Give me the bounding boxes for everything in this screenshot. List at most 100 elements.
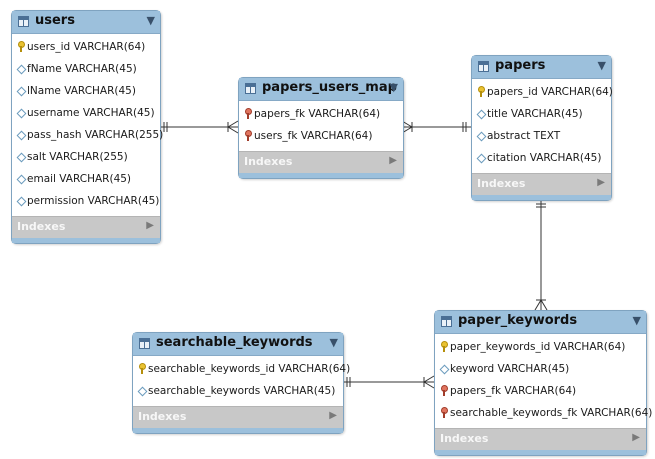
table-papers-users-map[interactable]: papers_users_map▼ papers_fk VARCHAR(64) us… xyxy=(238,77,404,179)
expand-arrow-icon[interactable]: ▶ xyxy=(389,155,397,166)
table-bottom-bar xyxy=(239,173,403,178)
column-icon xyxy=(16,190,26,212)
many-marker xyxy=(423,375,435,383)
column-icon xyxy=(16,80,26,102)
foreign-key-icon xyxy=(439,380,449,402)
expand-arrow-icon[interactable]: ▶ xyxy=(597,177,605,188)
table-icon xyxy=(139,338,150,349)
column-list: paper_keywords_id VARCHAR(64) keyword VAR… xyxy=(435,334,652,428)
indexes-section[interactable]: Indexes▶ xyxy=(472,173,611,195)
table-collapse-icon[interactable]: ▼ xyxy=(329,336,338,349)
column-label: searchable_keywords_id VARCHAR(64) xyxy=(148,363,351,375)
table-header[interactable]: users ▼ xyxy=(12,11,160,34)
column-label: email VARCHAR(45) xyxy=(27,173,132,185)
column-row[interactable]: papers_fk VARCHAR(64) xyxy=(435,380,646,402)
column-label: title VARCHAR(45) xyxy=(487,108,583,120)
many-marker xyxy=(227,120,239,128)
column-label: searchable_keywords VARCHAR(45) xyxy=(148,385,336,397)
column-row[interactable]: permission VARCHAR(45) xyxy=(12,190,160,212)
indexes-label: Indexes xyxy=(138,410,187,423)
column-label: lName VARCHAR(45) xyxy=(27,85,136,97)
column-label: pass_hash VARCHAR(255) xyxy=(27,129,164,141)
column-label: papers_fk VARCHAR(64) xyxy=(254,108,381,120)
column-row[interactable]: searchable_keywords_fk VARCHAR(64) xyxy=(435,402,652,424)
indexes-section[interactable]: Indexes ▶ xyxy=(435,428,646,450)
column-row[interactable]: username VARCHAR(45) xyxy=(12,102,160,124)
column-icon xyxy=(439,358,449,380)
column-row[interactable]: email VARCHAR(45) xyxy=(12,168,160,190)
column-icon xyxy=(16,58,26,80)
table-header[interactable]: searchable_keywords ▼ xyxy=(133,333,343,356)
column-label: papers_fk VARCHAR(64) xyxy=(450,385,577,397)
table-users[interactable]: users ▼ users_id VARCHAR(64)fName VARCHAR(… xyxy=(11,10,164,244)
table-header[interactable]: paper_keywords ▼ xyxy=(435,311,646,334)
column-row[interactable]: searchable_keywords_id VARCHAR(64) xyxy=(133,358,350,380)
primary-key-icon xyxy=(137,358,147,380)
table-header[interactable]: papers ▼ xyxy=(472,56,611,79)
column-icon xyxy=(16,102,26,124)
many-marker xyxy=(540,299,548,311)
column-row[interactable]: users_fk VARCHAR(64) xyxy=(239,125,403,147)
column-row[interactable]: users_id VARCHAR(64) xyxy=(12,36,160,58)
table-collapse-icon[interactable]: ▼ xyxy=(146,14,155,27)
column-label: users_fk VARCHAR(64) xyxy=(254,130,373,142)
column-icon xyxy=(476,125,486,147)
table-title: paper_keywords xyxy=(458,313,578,328)
table-collapse-icon[interactable]: ▼ xyxy=(632,314,641,327)
table-paper-keywords[interactable]: paper_keywords ▼ paper_keywords_id VARCHAR… xyxy=(434,310,652,456)
column-row[interactable]: pass_hash VARCHAR(255) xyxy=(12,124,164,146)
table-icon xyxy=(441,316,452,327)
column-icon xyxy=(476,147,486,169)
expand-arrow-icon[interactable]: ▶ xyxy=(329,410,337,421)
column-row[interactable]: fName VARCHAR(45) xyxy=(12,58,160,80)
foreign-key-icon xyxy=(243,125,253,147)
column-icon xyxy=(137,380,147,402)
table-header[interactable]: papers_users_map▼ xyxy=(239,78,403,101)
primary-key-icon xyxy=(16,36,26,58)
column-label: paper_keywords_id VARCHAR(64) xyxy=(450,341,626,353)
column-label: permission VARCHAR(45) xyxy=(27,195,160,207)
many-marker xyxy=(227,126,239,134)
column-row[interactable]: citation VARCHAR(45) xyxy=(472,147,611,169)
column-row[interactable]: searchable_keywords VARCHAR(45) xyxy=(133,380,343,402)
table-bottom-bar xyxy=(12,238,160,243)
indexes-section[interactable]: Indexes ▶ xyxy=(12,216,160,238)
column-row[interactable]: lName VARCHAR(45) xyxy=(12,80,160,102)
column-list: searchable_keywords_id VARCHAR(64) search… xyxy=(133,356,350,406)
column-list: users_id VARCHAR(64)fName VARCHAR(45) lNa… xyxy=(12,34,164,216)
table-title: papers_users_map xyxy=(262,80,397,95)
column-row[interactable]: title VARCHAR(45) xyxy=(472,103,611,125)
expand-arrow-icon[interactable]: ▶ xyxy=(146,220,154,231)
column-row[interactable]: papers_fk VARCHAR(64) xyxy=(239,103,403,125)
indexes-label: Indexes xyxy=(17,220,66,233)
table-collapse-icon[interactable]: ▼ xyxy=(597,59,606,72)
table-icon xyxy=(18,16,29,27)
table-collapse-icon[interactable]: ▼ xyxy=(389,81,398,94)
table-searchable-keywords[interactable]: searchable_keywords ▼ searchable_keywords_… xyxy=(132,332,350,434)
column-label: salt VARCHAR(255) xyxy=(27,151,128,163)
indexes-section[interactable]: Indexes ▶ xyxy=(133,406,343,428)
column-icon xyxy=(16,168,26,190)
column-label: papers_id VARCHAR(64) xyxy=(487,86,613,98)
indexes-label: Indexes xyxy=(440,432,489,445)
table-papers[interactable]: papers ▼ papers_id VARCHAR(64) title VARCHA… xyxy=(471,55,613,201)
foreign-key-icon xyxy=(439,402,449,424)
table-title: papers xyxy=(495,58,546,73)
many-marker xyxy=(534,299,542,311)
indexes-label: Indexes xyxy=(244,155,293,168)
column-row[interactable]: paper_keywords_id VARCHAR(64) xyxy=(435,336,646,358)
expand-arrow-icon[interactable]: ▶ xyxy=(632,432,640,443)
primary-key-icon xyxy=(439,336,449,358)
column-label: citation VARCHAR(45) xyxy=(487,152,602,164)
column-label: abstract TEXT xyxy=(487,130,561,142)
indexes-section[interactable]: Indexes ▶ xyxy=(239,151,403,173)
column-row[interactable]: keyword VARCHAR(45) xyxy=(435,358,646,380)
column-row[interactable]: abstract TEXT xyxy=(472,125,611,147)
table-title: searchable_keywords xyxy=(156,335,313,350)
table-title: users xyxy=(35,13,75,28)
column-row[interactable]: papers_id VARCHAR(64) xyxy=(472,81,613,103)
table-icon xyxy=(478,61,489,72)
column-row[interactable]: salt VARCHAR(255) xyxy=(12,146,160,168)
